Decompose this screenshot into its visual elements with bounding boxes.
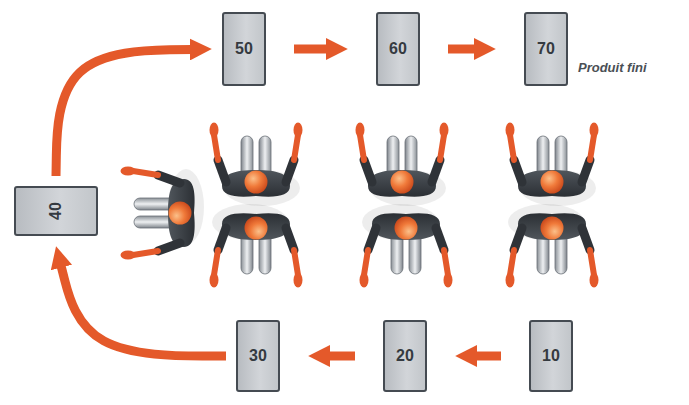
station-number: 10 [542, 347, 560, 365]
output-label: Produit fini [578, 60, 647, 75]
station-box: 20 [383, 320, 427, 392]
worker-figure [356, 123, 449, 207]
worker-figure [360, 204, 453, 288]
worker-figure [506, 123, 599, 207]
station-box: 50 [222, 12, 266, 86]
flow-arrow [294, 45, 328, 54]
flow-arrow [328, 352, 355, 361]
worker-figure [210, 123, 303, 207]
station-box: 40 [14, 186, 98, 236]
flow-arrow [448, 45, 476, 54]
station-number: 50 [235, 40, 253, 58]
worker-figure [121, 167, 205, 260]
station-box: 10 [529, 320, 573, 392]
station-number: 60 [389, 40, 407, 58]
station-box: 70 [524, 12, 568, 86]
flow-arrow [475, 352, 501, 361]
worker-figure [506, 204, 599, 288]
station-box: 60 [376, 12, 420, 86]
flow-arrow [61, 265, 226, 356]
station-number: 30 [249, 347, 267, 365]
station-number: 70 [537, 40, 555, 58]
station-number: 20 [396, 347, 414, 365]
flow-arrow [56, 49, 192, 176]
station-box: 30 [236, 320, 280, 392]
worker-figure [210, 204, 303, 288]
station-number: 40 [47, 202, 65, 220]
